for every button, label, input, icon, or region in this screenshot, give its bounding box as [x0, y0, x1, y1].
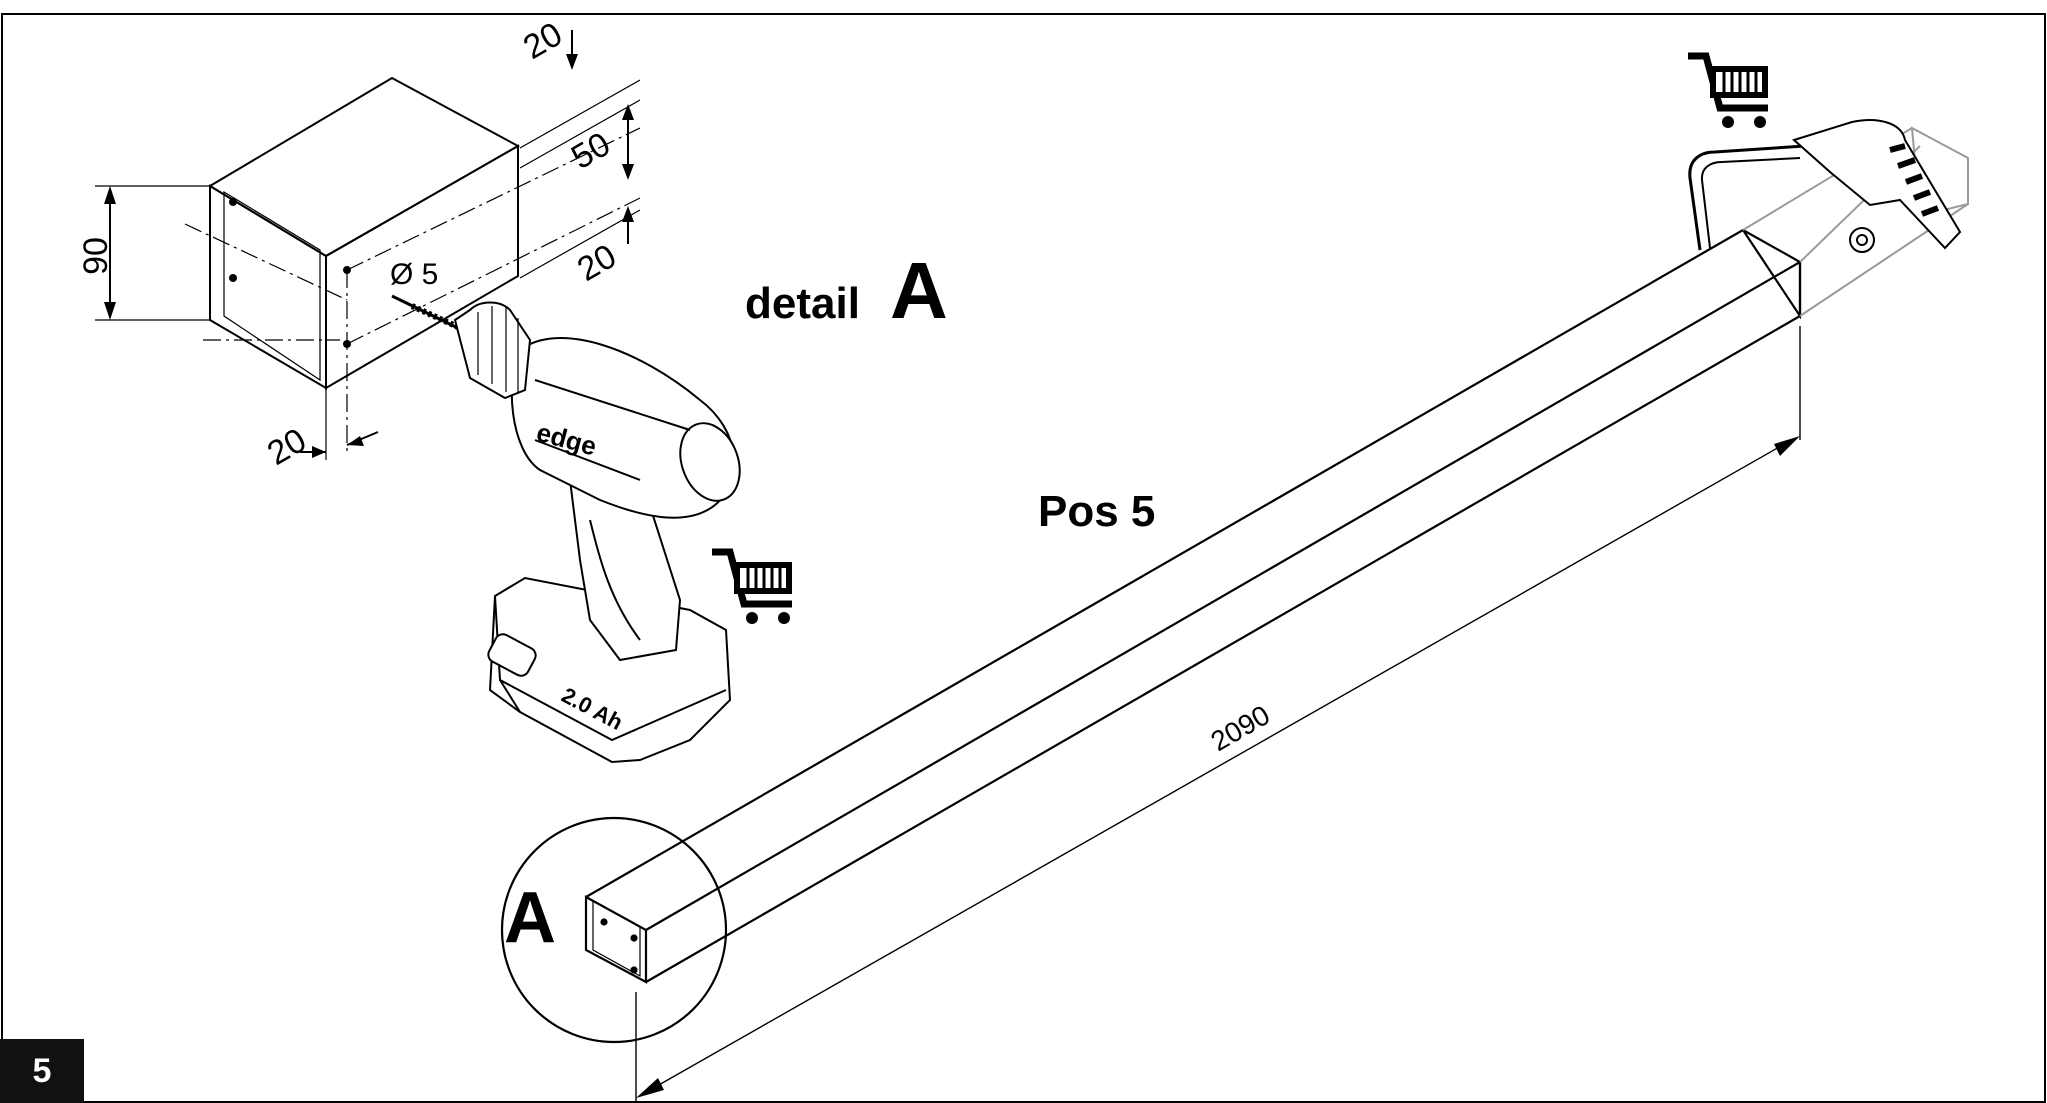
detail-label: detail — [745, 279, 860, 328]
detail-a-extension-lines — [95, 79, 641, 460]
page-border — [1, 13, 2046, 1103]
detail-callout-circle — [500, 816, 728, 1044]
hole-diameter-label: Ø 5 — [390, 258, 438, 291]
dim-mid-50: 50 — [565, 125, 617, 177]
detail-a-tube — [208, 76, 521, 390]
dimension-arrows — [104, 30, 634, 458]
part-label: Pos 5 — [1038, 487, 1155, 536]
dim-length-2090: 2090 — [1206, 699, 1275, 757]
dim-top-20: 20 — [517, 15, 569, 67]
detail-letter: A — [890, 246, 948, 335]
length-dimension — [635, 326, 1801, 1102]
drill-icon: 2.0 Ah edge — [391, 294, 741, 764]
dim-height-90: 90 — [77, 237, 115, 275]
saw-icon — [1688, 119, 1962, 253]
pos5-tube — [584, 229, 1802, 984]
shopping-cart-icon — [712, 548, 792, 624]
shopping-cart-icon — [1688, 52, 1768, 128]
callout-letter: A — [504, 878, 556, 958]
dim-front-20: 20 — [261, 421, 313, 473]
step-number-badge: 5 — [0, 1039, 84, 1103]
